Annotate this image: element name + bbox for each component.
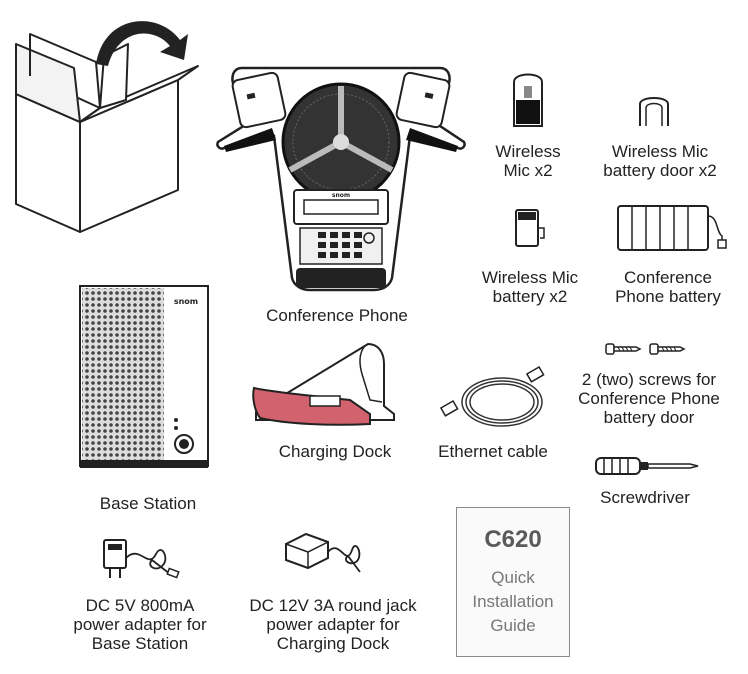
conference-phone-illustration: snom	[216, 66, 466, 292]
charging-dock-illustration	[252, 342, 395, 426]
quick-installation-guide: C620 Quick Installation Guide	[456, 507, 570, 657]
screws-label: 2 (two) screws for Conference Phone batt…	[578, 370, 720, 427]
mic-battery-illustration	[515, 209, 545, 247]
screwdriver-label: Screwdriver	[600, 488, 690, 507]
conference-phone-label: Conference Phone	[266, 306, 408, 325]
screwdriver-illustration	[595, 457, 699, 475]
ethernet-cable-illustration	[439, 366, 545, 427]
phone-battery-illustration	[617, 205, 727, 251]
mic-battery-label: Wireless Mic battery x2	[481, 268, 579, 306]
open-arrow-icon	[96, 21, 188, 66]
phone-brand-logo: snom	[332, 192, 350, 199]
phone-battery-label: Conference Phone battery	[615, 268, 721, 306]
mic-battery-door-illustration	[639, 97, 669, 126]
guide-model-code: C620	[484, 526, 542, 553]
base-station-illustration: snom	[79, 285, 209, 468]
mic-battery-door-label: Wireless Mic battery door x2	[603, 142, 717, 180]
guide-title: Quick Installation Guide	[472, 568, 554, 635]
ethernet-cable-label: Ethernet cable	[438, 442, 548, 461]
base-station-label: Base Station	[99, 494, 197, 513]
adapter-12v-label: DC 12V 3A round jack power adapter for C…	[249, 596, 417, 653]
adapter-12v-illustration	[285, 532, 361, 573]
base-brand-logo: snom	[174, 297, 198, 306]
wireless-mic-illustration	[513, 73, 543, 127]
charging-dock-label: Charging Dock	[278, 442, 392, 461]
wireless-mic-label: Wireless Mic x2	[495, 142, 561, 180]
adapter-5v-illustration	[103, 539, 180, 579]
screws-illustration	[605, 343, 686, 355]
adapter-5v-label: DC 5V 800mA power adapter for Base Stati…	[73, 596, 207, 653]
open-box-illustration	[15, 21, 199, 233]
